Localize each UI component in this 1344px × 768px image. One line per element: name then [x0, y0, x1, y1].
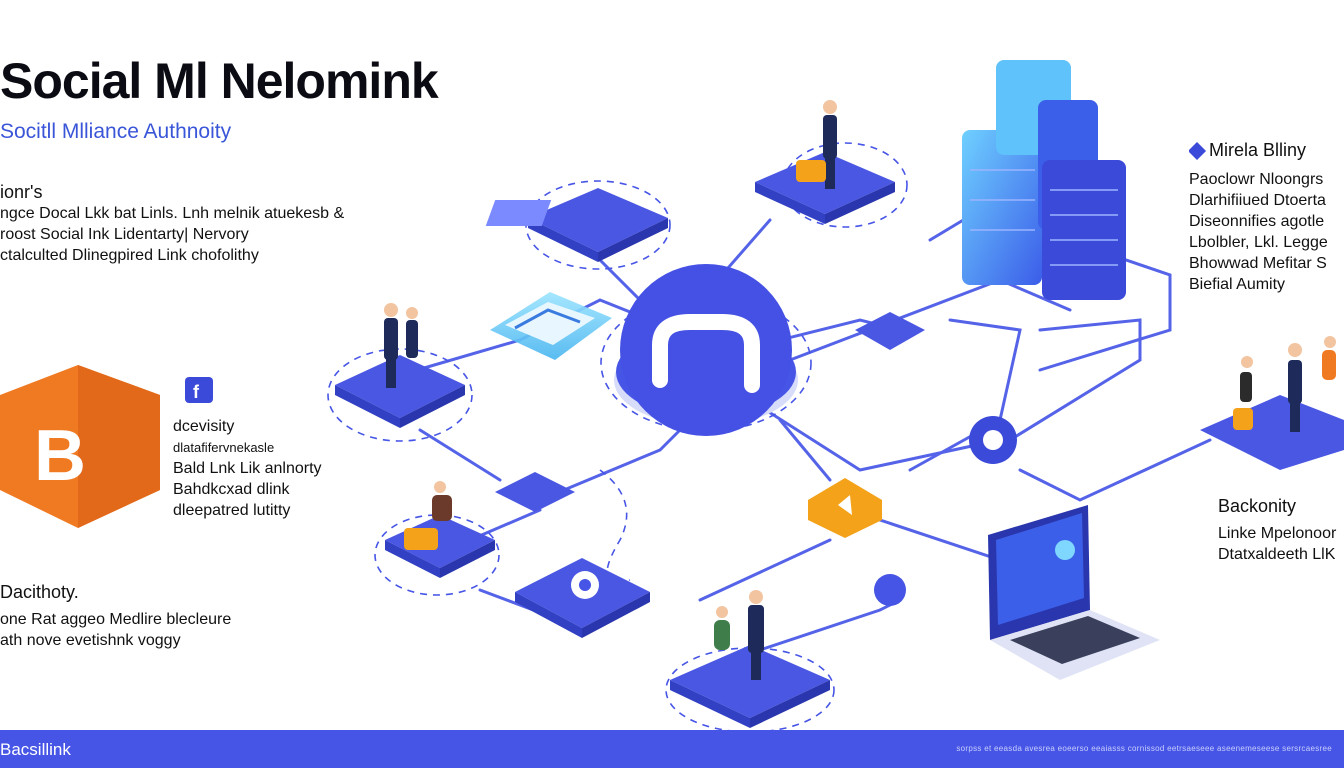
right-bottom-line: Linke Mpelonoor — [1218, 525, 1337, 542]
right-bottom-heading: Backonity — [1218, 496, 1297, 516]
cube-icon — [1189, 141, 1207, 160]
left-panel: ionr's ngce Docal Lkk bat Linls. Lnh mel… — [0, 182, 344, 266]
right-top-line: Dlarhifiiued Dtoerta — [1189, 192, 1326, 209]
right-top-line: Bhowwad Mefitar S — [1189, 255, 1327, 272]
middle-left-line: dcevisity — [173, 418, 235, 435]
middle-left-line: dlatafifervnekasle — [173, 440, 275, 455]
right-top-line: Biefial Aumity — [1189, 276, 1286, 293]
right-top-header: Mirela Blliny — [1189, 140, 1344, 161]
platform-top-left — [485, 188, 668, 262]
platform-bottom-left — [385, 515, 495, 578]
small-node-mid — [495, 472, 575, 512]
drop-icon — [571, 571, 599, 599]
right-top-line: Paoclowr Nloongrs — [1189, 171, 1324, 188]
right-top-line: Lbolbler, Lkl. Legge — [1189, 234, 1328, 251]
footer-fine-print: sorpss et eeasda avesrea eoeerso eeaiass… — [956, 744, 1332, 753]
svg-text:B: B — [34, 416, 86, 496]
platform-left-people — [335, 355, 465, 428]
page-subtitle: Socitll Mlliance Authnoity — [0, 120, 232, 143]
cyan-card — [490, 292, 612, 360]
bottom-left-heading: Dacithoty. — [0, 582, 79, 602]
round-node-icons — [874, 416, 1017, 606]
bottom-left-line: one Rat aggeo Medlire blecleure — [0, 611, 232, 628]
platform-bottom-people — [670, 645, 830, 728]
people-figures — [384, 100, 1336, 680]
right-top-lines: Paoclowr Nloongrs Dlarhifiiued Dtoerta D… — [1189, 169, 1344, 295]
middle-left-line: Bahdkcxad dlink — [173, 481, 290, 498]
right-bottom-line: Dtatxaldeeth LlK — [1218, 546, 1336, 563]
diamond-logo-icon — [808, 478, 882, 538]
right-top-panel: Mirela Blliny Paoclowr Nloongrs Dlarhifi… — [1189, 140, 1344, 295]
left-panel-line: ngce Docal Lkk bat Linls. Lnh melnik atu… — [0, 205, 345, 222]
footer-bar: Bacsillink sorpss et eeasda avesrea eoee… — [0, 730, 1344, 768]
platform-right-people — [1200, 395, 1344, 470]
left-panel-line: roost Social Ink Lidentarty| Nervory — [0, 226, 249, 243]
b-logo-icon: B — [0, 365, 160, 528]
bottom-left-line: ath nove evetishnk voggy — [0, 632, 181, 649]
right-top-line: Diseonnifies agotle — [1189, 213, 1325, 230]
left-panel-heading: ionr's — [0, 182, 43, 202]
platform-nodes — [335, 152, 1344, 728]
right-bottom-panel: Backonity Linke Mpelonoor Dtatxaldeeth L… — [1218, 496, 1336, 565]
middle-left-line: dleepatred lutitty — [173, 502, 291, 519]
facebook-icon: f — [185, 377, 213, 403]
middle-left-panel: dcevisity dlatafifervnekasle Bald Lnk Li… — [173, 416, 322, 521]
right-top-heading: Mirela Blliny — [1209, 140, 1307, 160]
footer-brand: Bacsillink — [0, 740, 71, 759]
page-title: Social Ml Nelomink — [0, 53, 439, 109]
link-hub-icon — [614, 264, 798, 436]
small-node-right — [855, 312, 925, 350]
left-panel-line: ctalculted Dlinegpired Link chofolithy — [0, 247, 259, 264]
bottom-left-panel: Dacithoty. one Rat aggeo Medlire blecleu… — [0, 582, 231, 651]
svg-text:f: f — [193, 382, 200, 402]
middle-left-line: Bald Lnk Lik anlnorty — [173, 460, 322, 477]
laptop-icon — [988, 505, 1160, 680]
server-stack-icon — [962, 60, 1126, 300]
